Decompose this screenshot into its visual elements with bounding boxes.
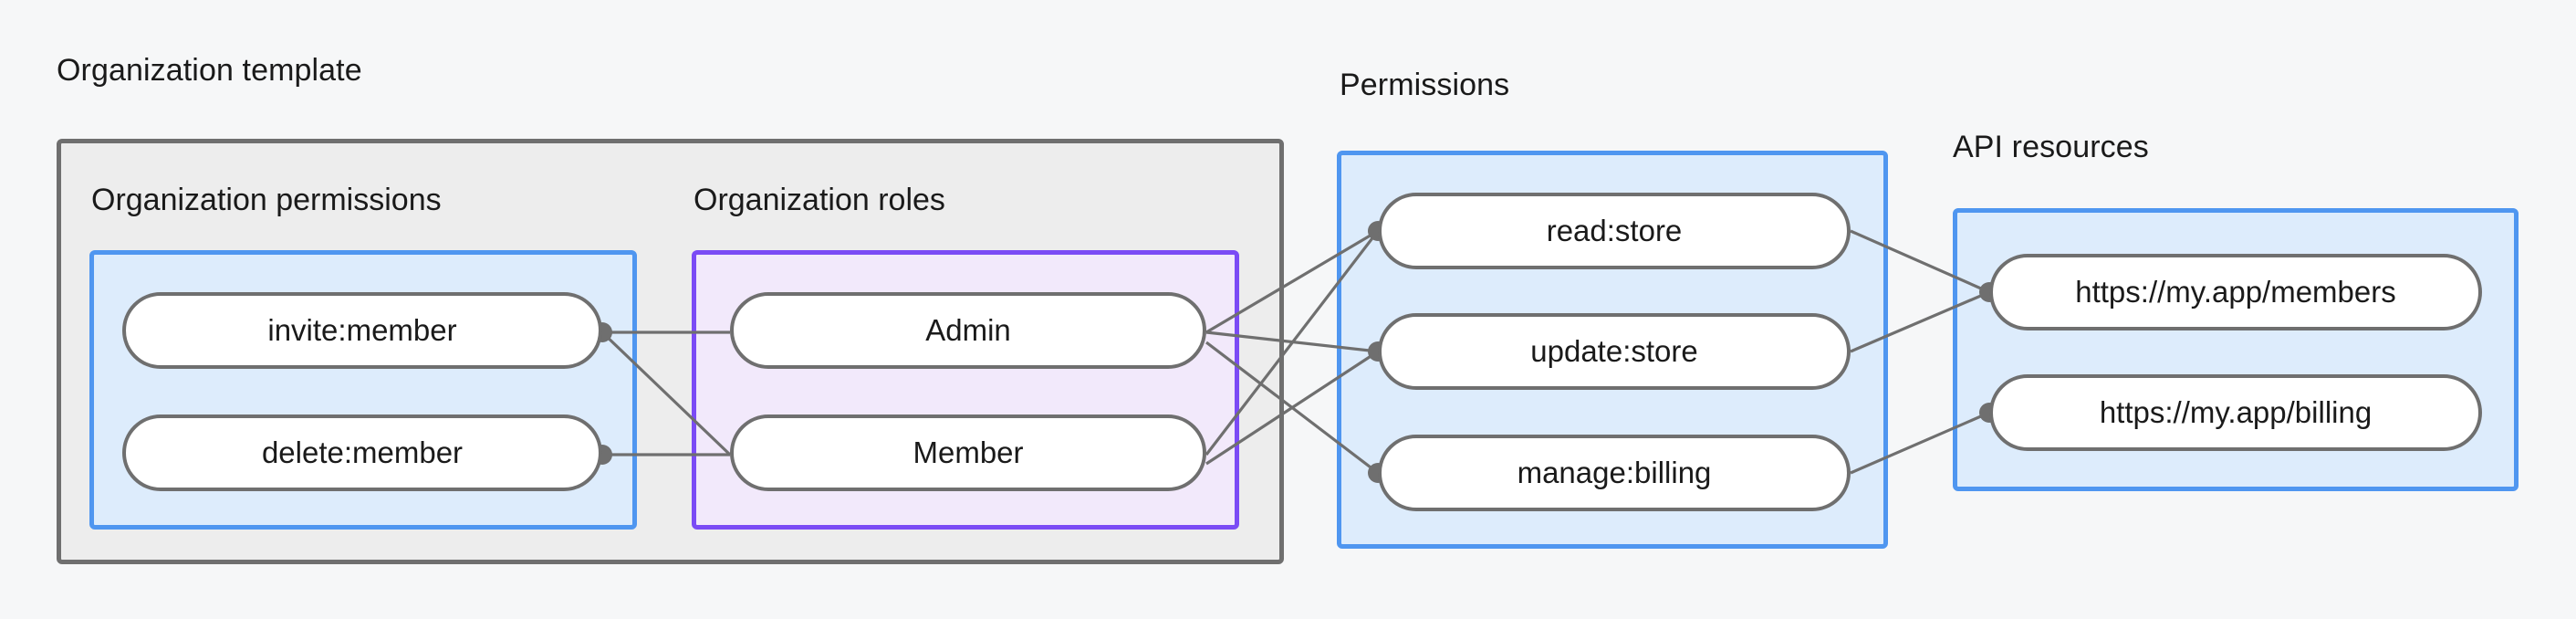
node-permission-manage-billing[interactable]: manage:billing	[1378, 435, 1851, 511]
node-permission-update-store[interactable]: update:store	[1378, 313, 1851, 390]
node-permission-read-store[interactable]: read:store	[1378, 193, 1851, 269]
group-title-organization-template: Organization template	[57, 53, 362, 88]
subgroup-title-organization-permissions: Organization permissions	[91, 183, 442, 217]
node-api-resource-billing[interactable]: https://my.app/billing	[1989, 374, 2482, 451]
group-title-permissions: Permissions	[1340, 68, 1510, 102]
subgroup-title-organization-roles: Organization roles	[694, 183, 945, 217]
node-role-member[interactable]: Member	[730, 414, 1206, 491]
node-role-admin[interactable]: Admin	[730, 292, 1206, 369]
node-invite-member[interactable]: invite:member	[122, 292, 602, 369]
node-delete-member[interactable]: delete:member	[122, 414, 602, 491]
group-title-api-resources: API resources	[1953, 130, 2149, 164]
node-api-resource-members[interactable]: https://my.app/members	[1989, 254, 2482, 330]
